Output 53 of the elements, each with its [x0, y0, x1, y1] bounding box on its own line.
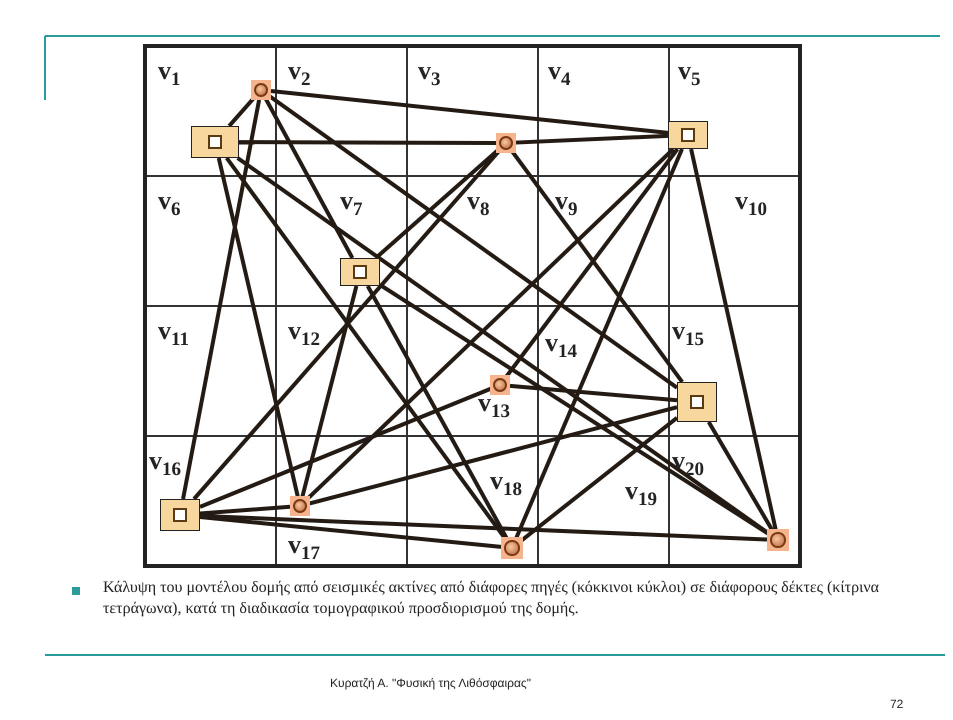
source-circle [496, 133, 516, 153]
cell-label: v$_{18}$ [490, 468, 522, 500]
cell-label: v$_{13}$ [478, 390, 510, 422]
cell-label: v$_{19}$ [625, 478, 657, 510]
ray-line [689, 148, 778, 530]
source-circle [501, 537, 523, 559]
cell-label: v$_{3}$ [418, 58, 440, 90]
cell-label: v$_{2}$ [288, 58, 310, 90]
ray-line [200, 504, 290, 516]
cell-label: v$_{4}$ [548, 58, 570, 90]
cell-label: v$_{7}$ [340, 188, 362, 220]
caption-text: Κάλυψη του μοντέλου δομής από σεισμικές ακτίνες από διάφορες πηγές (κόκκινοι κύκλοι) σε διάφορους δέκτες (κίτρινα τετράγωνα), κατά τη διαδικασία τομογραφικού προσδιορισμού της δομής. [103, 578, 880, 619]
receiver-square [340, 258, 380, 286]
ray-line [181, 99, 262, 500]
receiver-square [191, 126, 239, 158]
ray-line [228, 96, 256, 128]
cell-label: v$_{1}$ [158, 58, 180, 90]
ray-line [514, 148, 684, 539]
source-circle [767, 529, 789, 551]
ray-line [306, 148, 675, 501]
page-number: 72 [890, 697, 904, 711]
cell-label: v$_{10}$ [735, 188, 767, 220]
cell-label: v$_{8}$ [467, 188, 490, 220]
cell-label: v$_{6}$ [158, 188, 180, 220]
source-circle [490, 375, 510, 395]
source-circle [251, 80, 271, 100]
ray-line [199, 386, 492, 509]
ray-line [516, 134, 668, 145]
cell-label: v$_{15}$ [672, 318, 704, 350]
footer-text: Κυρατζή Α. "Φυσική της Λιθόσφαιρας" [330, 676, 531, 690]
ray-line [510, 384, 678, 402]
receiver-square [677, 382, 717, 422]
ray-line [200, 514, 768, 542]
cell-label: v$_{12}$ [288, 318, 320, 350]
cell-label: v$_{5}$ [678, 58, 700, 90]
ray-line [300, 286, 358, 497]
cell-label: v$_{20}$ [672, 448, 704, 480]
cell-label: v$_{9}$ [555, 188, 578, 220]
receiver-square [160, 499, 200, 531]
ray-line [239, 140, 496, 145]
receiver-square [668, 121, 708, 149]
ray-line [216, 158, 300, 497]
ray-line [309, 405, 678, 506]
ray-line [707, 420, 774, 532]
ray-line [270, 89, 668, 135]
cell-label: v$_{16}$ [149, 448, 181, 480]
ray-line [200, 515, 502, 549]
ray-line [366, 285, 508, 540]
ray-line [264, 98, 354, 259]
source-circle [290, 496, 310, 516]
cell-label: v$_{11}$ [158, 318, 189, 350]
cell-label: v$_{17}$ [288, 532, 320, 564]
cell-label: v$_{14}$ [545, 330, 577, 362]
